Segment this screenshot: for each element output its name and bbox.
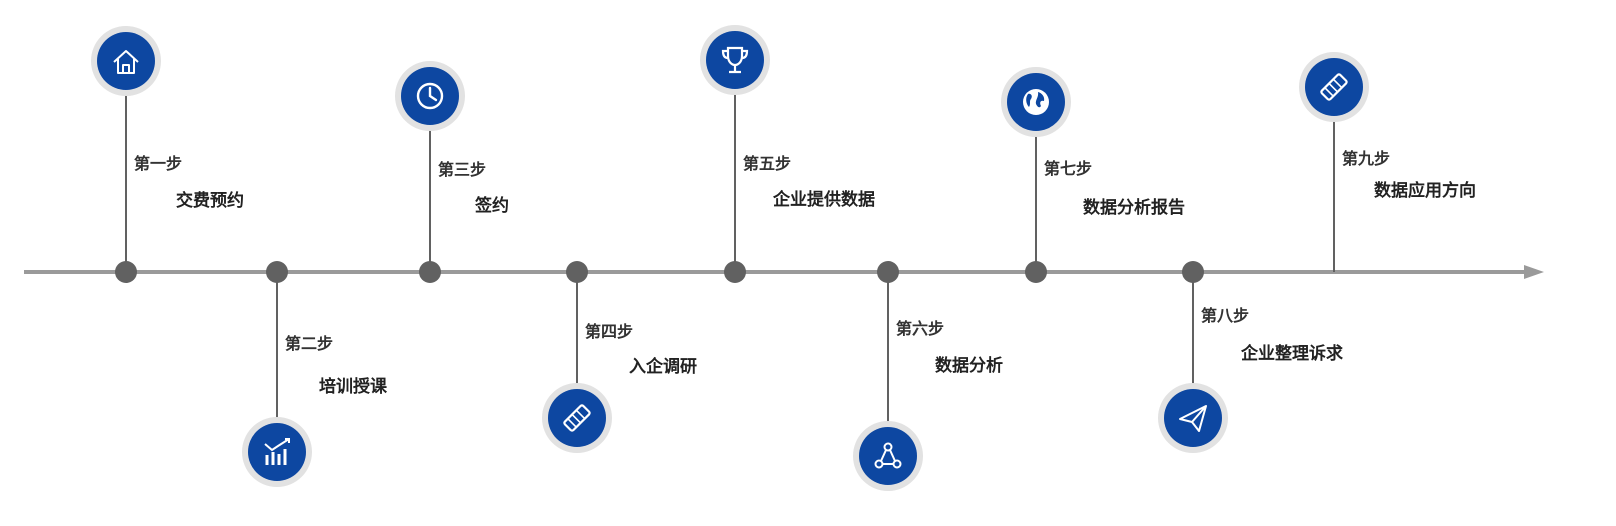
step-6-title: 数据分析 xyxy=(935,356,1003,376)
step-2-badge-circle xyxy=(248,423,306,481)
step-1-node xyxy=(115,261,137,283)
step-3-title: 签约 xyxy=(475,196,509,216)
step-7-label: 第七步 xyxy=(1044,159,1093,178)
step-1-title: 交费预约 xyxy=(176,191,244,211)
step-8-badge xyxy=(1158,383,1228,453)
step-6-badge xyxy=(853,421,923,491)
step-2-badge xyxy=(242,417,312,487)
step-6-label: 第六步 xyxy=(896,319,945,338)
step-2-label: 第二步 xyxy=(285,334,334,353)
step-1-label: 第一步 xyxy=(134,154,183,173)
step-2-node xyxy=(266,261,288,283)
step-5-badge xyxy=(700,25,770,95)
step-8-label: 第八步 xyxy=(1201,306,1250,325)
step-9-title: 数据应用方向 xyxy=(1374,181,1476,201)
step-9-label: 第九步 xyxy=(1342,149,1391,168)
globe-icon xyxy=(1023,89,1049,115)
trophy-icon xyxy=(721,46,749,74)
handshake-icon xyxy=(563,404,591,432)
step-8-node xyxy=(1182,261,1204,283)
timeline-axis xyxy=(24,270,1524,274)
step-2-connector xyxy=(276,272,278,422)
step-5-title: 企业提供数据 xyxy=(773,190,875,210)
step-8-connector xyxy=(1192,272,1194,388)
step-5-badge-circle xyxy=(706,31,764,89)
step-5-node xyxy=(724,261,746,283)
step-6-node xyxy=(877,261,899,283)
step-3-label: 第三步 xyxy=(438,160,487,179)
step-1-badge xyxy=(91,26,161,96)
step-2-title: 培训授课 xyxy=(319,377,387,397)
bar-chart-icon xyxy=(264,438,290,465)
step-5-connector xyxy=(734,90,736,272)
step-4-label: 第四步 xyxy=(585,322,634,341)
step-8-badge-circle xyxy=(1164,389,1222,447)
paper-plane-icon xyxy=(1179,405,1207,432)
step-6-connector xyxy=(887,272,889,426)
step-9-connector xyxy=(1333,117,1335,272)
step-5-label: 第五步 xyxy=(743,154,792,173)
step-3-node xyxy=(419,261,441,283)
step-4-badge-circle xyxy=(548,389,606,447)
step-7-title: 数据分析报告 xyxy=(1083,198,1185,218)
step-7-badge-circle xyxy=(1007,73,1065,131)
step-7-node xyxy=(1025,261,1047,283)
step-7-connector xyxy=(1035,132,1037,272)
step-4-connector xyxy=(576,272,578,388)
step-9-badge-circle xyxy=(1305,58,1363,116)
timeline-arrow-head xyxy=(1524,265,1544,279)
step-4-title: 入企调研 xyxy=(629,357,697,377)
home-icon xyxy=(113,50,139,74)
step-6-badge-circle xyxy=(859,427,917,485)
step-1-badge-circle xyxy=(97,32,155,90)
network-icon xyxy=(874,442,902,469)
step-4-node xyxy=(566,261,588,283)
step-8-title: 企业整理诉求 xyxy=(1241,344,1343,364)
step-3-connector xyxy=(429,126,431,272)
step-3-badge xyxy=(395,61,465,131)
step-7-badge xyxy=(1001,67,1071,137)
step-9-badge xyxy=(1299,52,1369,122)
clock-icon xyxy=(416,82,444,110)
step-1-connector xyxy=(125,91,127,272)
step-3-badge-circle xyxy=(401,67,459,125)
step-4-badge xyxy=(542,383,612,453)
handshake-icon xyxy=(1320,73,1348,101)
